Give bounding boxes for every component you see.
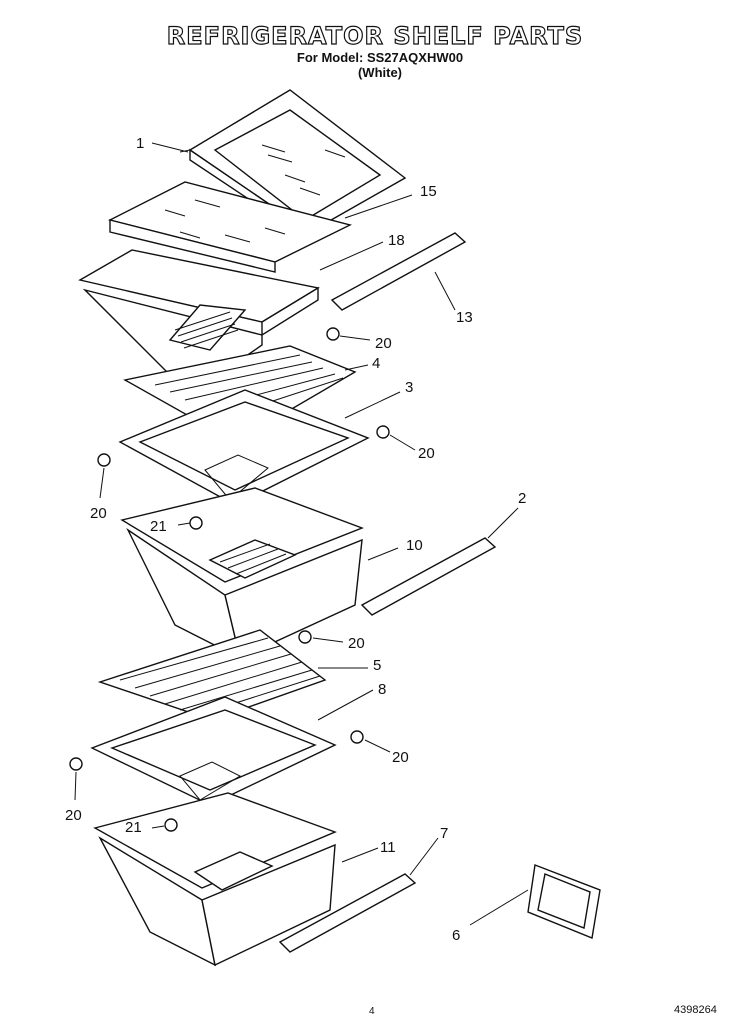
- callout-1: 1: [136, 135, 144, 152]
- callout-10: 10: [406, 537, 423, 554]
- callout-20-f: 20: [65, 807, 82, 824]
- callout-20-e: 20: [392, 749, 409, 766]
- part-15-glass-shelf: [108, 181, 352, 273]
- callout-13: 13: [456, 309, 473, 326]
- callout-20-b: 20: [418, 445, 435, 462]
- callout-20-c: 20: [90, 505, 107, 522]
- callout-21-a: 21: [150, 518, 167, 535]
- callout-7: 7: [440, 825, 448, 842]
- model-subtitle: For Model: SS27AQXHW00 (White): [230, 50, 530, 80]
- callout-2: 2: [518, 490, 526, 507]
- callout-18: 18: [388, 232, 405, 249]
- page-title: REFRIGERATOR SHELF PARTS: [166, 21, 584, 50]
- callout-15: 15: [420, 183, 437, 200]
- part-13-rod: [330, 232, 467, 311]
- callout-20-d: 20: [348, 635, 365, 652]
- callout-3: 3: [405, 379, 413, 396]
- callout-8: 8: [378, 681, 386, 698]
- callout-11: 11: [380, 839, 396, 856]
- callout-21-b: 21: [125, 819, 142, 836]
- callout-20-a: 20: [375, 335, 392, 352]
- part-2-rod: [360, 537, 497, 616]
- part-8-crisper-frame: [90, 696, 337, 806]
- part-7-rod: [278, 873, 417, 953]
- leader-lines: [74, 142, 529, 926]
- callout-labels: 1 15 18 13 20 4 3 20 20 21 2 10 20 5 8 2…: [65, 135, 526, 944]
- color-line: (White): [357, 65, 403, 80]
- part-6-label-plate: [527, 864, 601, 939]
- callout-6: 6: [452, 927, 460, 944]
- part-10-middle-crisper-pan: [120, 487, 364, 660]
- callout-4: 4: [372, 355, 380, 372]
- document-number: 4398264: [674, 1004, 717, 1016]
- part-11-bottom-crisper-pan: [93, 792, 337, 967]
- model-line: For Model: SS27AQXHW00: [296, 50, 464, 65]
- part-3-crisper-frame: [118, 389, 370, 506]
- part-5-wire-shelf: [97, 629, 327, 721]
- fasteners: [69, 327, 390, 832]
- page-number: 4: [369, 1006, 375, 1017]
- callout-5: 5: [373, 657, 381, 674]
